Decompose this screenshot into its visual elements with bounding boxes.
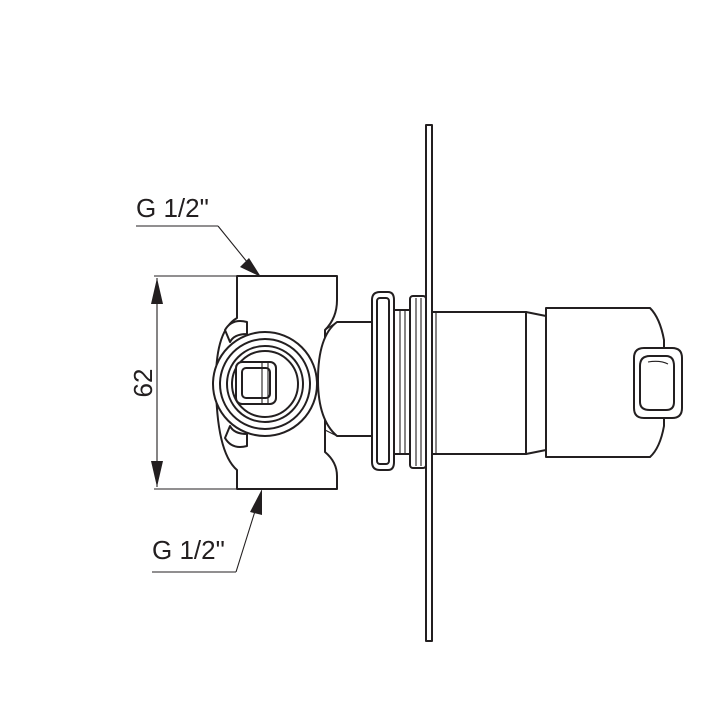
side-connector bbox=[212, 320, 318, 448]
top-thread-label: G 1/2" bbox=[136, 193, 209, 223]
bottom-thread-label: G 1/2" bbox=[152, 535, 225, 565]
height-dimension-label: 62 bbox=[128, 369, 158, 398]
neck-edge-bottom bbox=[324, 429, 338, 437]
valve-neck bbox=[317, 321, 373, 437]
handle-knob bbox=[545, 307, 683, 458]
bonnet-nut bbox=[371, 291, 427, 471]
stem-sleeve bbox=[431, 311, 547, 455]
top-thread-leader bbox=[136, 225, 261, 277]
bottom-thread-leader bbox=[152, 489, 262, 573]
height-dimension bbox=[151, 275, 237, 490]
neck-edge-top bbox=[324, 321, 338, 331]
